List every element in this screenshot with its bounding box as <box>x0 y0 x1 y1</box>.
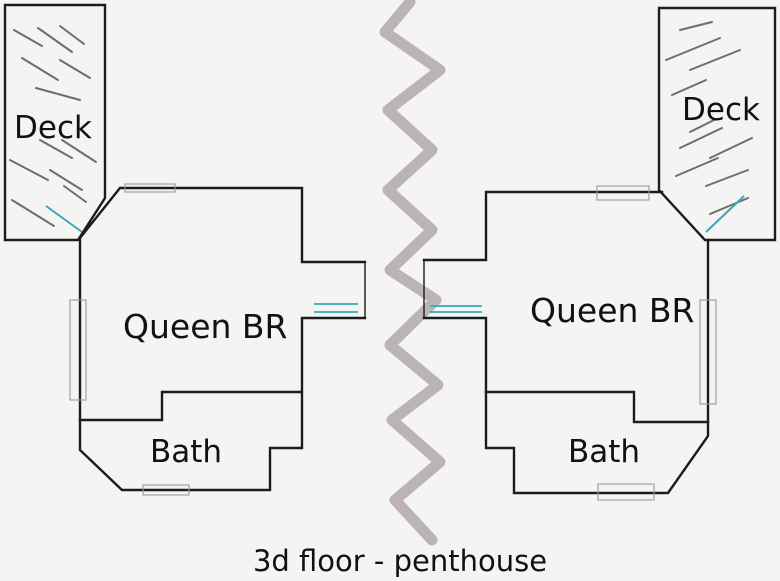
right-bath-window <box>597 483 655 501</box>
left-bedroom-top-window <box>124 183 176 193</box>
right-passage-door <box>430 305 482 313</box>
left-passage-door <box>314 303 358 313</box>
left-deck-label: Deck <box>14 110 92 146</box>
left-unit: Deck Queen BR Bath <box>3 3 367 496</box>
left-deck <box>3 3 107 242</box>
right-bedroom-wall-top <box>422 190 664 262</box>
right-deck-hatching <box>665 21 753 215</box>
break-line <box>379 0 446 546</box>
left-deck-door <box>45 205 83 233</box>
right-bedroom-top-window <box>596 185 650 201</box>
left-deck-hatching <box>9 25 97 227</box>
right-unit: Deck Queen BR Bath <box>422 6 777 501</box>
right-bath-partition <box>484 390 710 424</box>
left-bath-label: Bath <box>150 434 222 470</box>
left-bedroom-side-window <box>69 299 87 401</box>
left-bath-partition <box>78 390 302 422</box>
right-bath-label: Bath <box>568 434 640 470</box>
right-bedroom-wall-outer <box>422 238 710 495</box>
left-bedroom-wall-outer <box>78 236 367 492</box>
right-bedroom-label: Queen BR <box>530 291 694 330</box>
right-deck-outline <box>657 6 777 242</box>
right-deck-door <box>705 195 745 233</box>
right-deck <box>657 6 777 242</box>
left-bedroom-label: Queen BR <box>123 307 287 346</box>
left-bath-window <box>142 484 190 496</box>
right-bedroom-side-window <box>699 299 717 405</box>
left-deck-outline <box>3 3 107 242</box>
left-bedroom-wall-top <box>78 186 367 264</box>
right-deck-label: Deck <box>682 92 760 128</box>
floor-caption: 3d floor - penthouse <box>253 544 547 578</box>
